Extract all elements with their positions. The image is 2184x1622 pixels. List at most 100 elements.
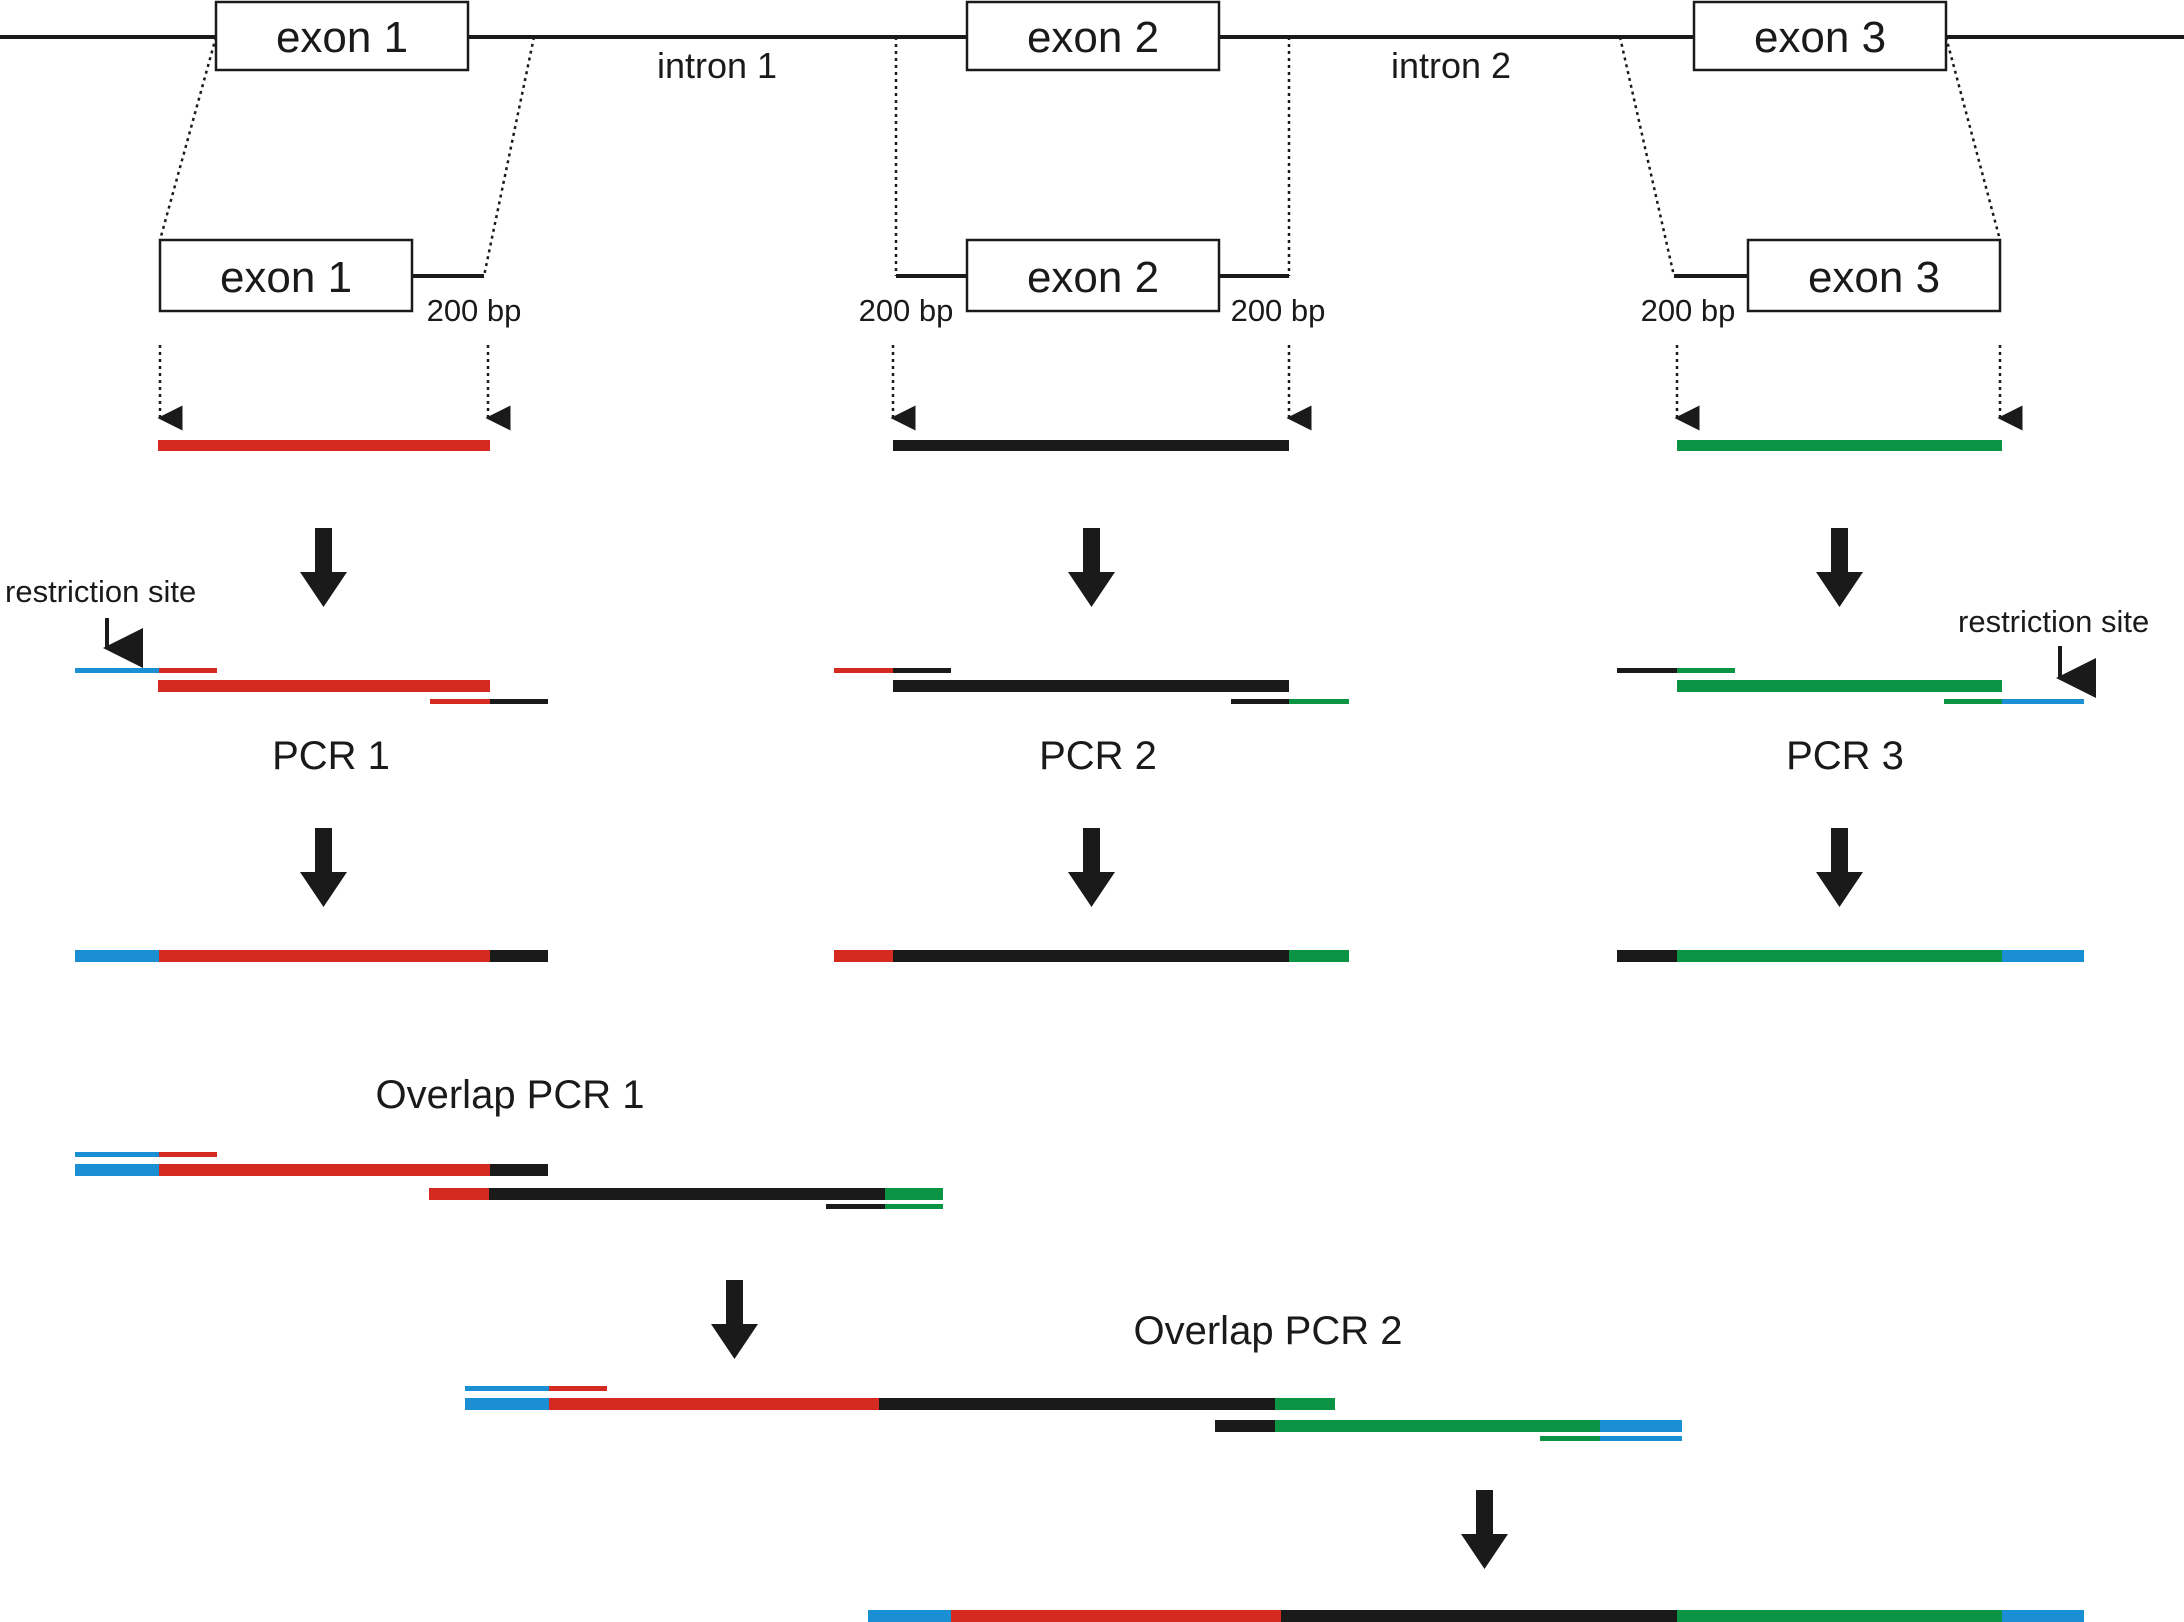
exon3-box-template xyxy=(1746,238,2002,313)
product-segment xyxy=(490,1164,548,1176)
final-segment xyxy=(1281,1610,1677,1622)
down-arrow-icon xyxy=(1068,528,1115,607)
template-segment xyxy=(1677,680,2002,692)
primer-segment xyxy=(159,668,217,673)
exon2-label-genomic: exon 2 xyxy=(1027,13,1159,62)
primer-segment xyxy=(826,1204,885,1209)
product-segment xyxy=(879,1398,1275,1410)
pcr2-label: PCR 2 xyxy=(1039,734,1157,778)
primer-overhang-segment xyxy=(1617,668,1677,673)
exon-templates: exon 1 200 bp exon 2 200 bp 200 bp exon … xyxy=(158,238,2002,328)
product-segment xyxy=(1677,950,2002,962)
product-segment xyxy=(549,1398,879,1410)
exon2-box-template xyxy=(965,238,1221,313)
product-segment xyxy=(429,1188,489,1200)
restriction-site-annotations: restriction site restriction site xyxy=(5,574,2149,698)
overlap-pcr1-setup xyxy=(75,1152,943,1209)
final-segment xyxy=(2002,1610,2084,1622)
primer-segment xyxy=(893,668,951,673)
product-segment xyxy=(893,950,1289,962)
product-segment xyxy=(159,950,490,962)
exon3-amplicon-bar xyxy=(1677,440,2002,451)
final-segment xyxy=(951,1610,1281,1622)
primer-segment xyxy=(430,699,490,704)
bp-label: 200 bp xyxy=(859,293,954,328)
primer-tail-segment xyxy=(75,668,159,673)
exon1-box-genomic xyxy=(214,0,470,72)
down-arrow-icon xyxy=(711,1280,758,1359)
zoom-guide xyxy=(158,36,218,241)
pcr3-setup xyxy=(1617,668,2084,704)
exon1-label-genomic: exon 1 xyxy=(276,13,408,62)
primer-segment xyxy=(1677,668,1735,673)
zoom-guide xyxy=(1618,36,1676,277)
primer-segment xyxy=(1540,1436,1600,1441)
product-segment xyxy=(1600,1420,1682,1432)
primer-segment xyxy=(1944,699,2002,704)
product-segment xyxy=(1215,1420,1275,1432)
genomic-gene-track: exon 1 exon 2 exon 3 intron 1 intron 2 xyxy=(0,0,2184,86)
step-arrows-2 xyxy=(300,828,1863,907)
zoom-guide xyxy=(482,36,536,277)
restriction-site-label-left: restriction site xyxy=(5,574,196,609)
template-segment xyxy=(893,680,1289,692)
down-arrow-icon xyxy=(1816,828,1863,907)
product-segment xyxy=(159,1164,490,1176)
exon1-amplicon-bar xyxy=(158,440,490,451)
final-segment xyxy=(1677,1610,2002,1622)
exon1-box-template xyxy=(158,238,414,313)
product-segment xyxy=(834,950,893,962)
bp-label: 200 bp xyxy=(1231,293,1326,328)
down-arrow-icon xyxy=(300,828,347,907)
overlap-pcr1-label: Overlap PCR 1 xyxy=(376,1073,645,1117)
product-segment xyxy=(1275,1398,1335,1410)
step-arrows-1 xyxy=(300,528,1863,607)
product-segment xyxy=(1275,1420,1600,1432)
product-segment xyxy=(465,1398,549,1410)
pcr2-product xyxy=(834,950,1349,962)
primer-overhang-segment xyxy=(834,668,893,673)
restriction-site-label-right: restriction site xyxy=(1958,604,2149,639)
intron2-label: intron 2 xyxy=(1391,45,1511,86)
primer-segment xyxy=(1231,699,1289,704)
pcr3-product xyxy=(1617,950,2084,962)
exon1-label-template: exon 1 xyxy=(220,253,352,302)
zoom-guide xyxy=(1944,36,2002,241)
amplicon-pointers xyxy=(157,345,2023,431)
overlap-pcr2-setup xyxy=(465,1386,1682,1441)
primer-segment xyxy=(885,1204,943,1209)
product-segment xyxy=(1617,950,1677,962)
exon3-box-genomic xyxy=(1692,0,1948,72)
bp-label: 200 bp xyxy=(427,293,522,328)
down-arrow-icon xyxy=(1068,828,1115,907)
intron1-label: intron 1 xyxy=(657,45,777,86)
pcr1-product xyxy=(75,950,548,962)
product-segment xyxy=(490,950,548,962)
bp-label: 200 bp xyxy=(1641,293,1736,328)
down-arrow-icon xyxy=(1461,1490,1508,1569)
product-segment xyxy=(2002,950,2084,962)
pcr1-setup xyxy=(75,668,548,704)
primer-tail-segment xyxy=(1600,1436,1682,1441)
product-segment xyxy=(75,950,159,962)
product-segment xyxy=(489,1188,885,1200)
product-segment xyxy=(1289,950,1349,962)
primer-tail-segment xyxy=(465,1386,549,1391)
down-arrow-icon xyxy=(1816,528,1863,607)
primer-tail-segment xyxy=(2002,699,2084,704)
final-segment xyxy=(868,1610,951,1622)
template-segment xyxy=(158,680,490,692)
pcr3-label: PCR 3 xyxy=(1786,734,1904,778)
exon3-label-genomic: exon 3 xyxy=(1754,13,1886,62)
exon2-amplicon-bar xyxy=(893,440,1289,451)
product-segment xyxy=(75,1164,159,1176)
primer-tail-segment xyxy=(75,1152,159,1157)
exon2-box-genomic xyxy=(965,0,1221,72)
overlap-pcr2-label: Overlap PCR 2 xyxy=(1134,1309,1403,1353)
pcr1-label: PCR 1 xyxy=(272,734,390,778)
exon3-label-template: exon 3 xyxy=(1808,253,1940,302)
exon2-label-template: exon 2 xyxy=(1027,253,1159,302)
primer-overhang-segment xyxy=(490,699,548,704)
primer-segment xyxy=(159,1152,217,1157)
